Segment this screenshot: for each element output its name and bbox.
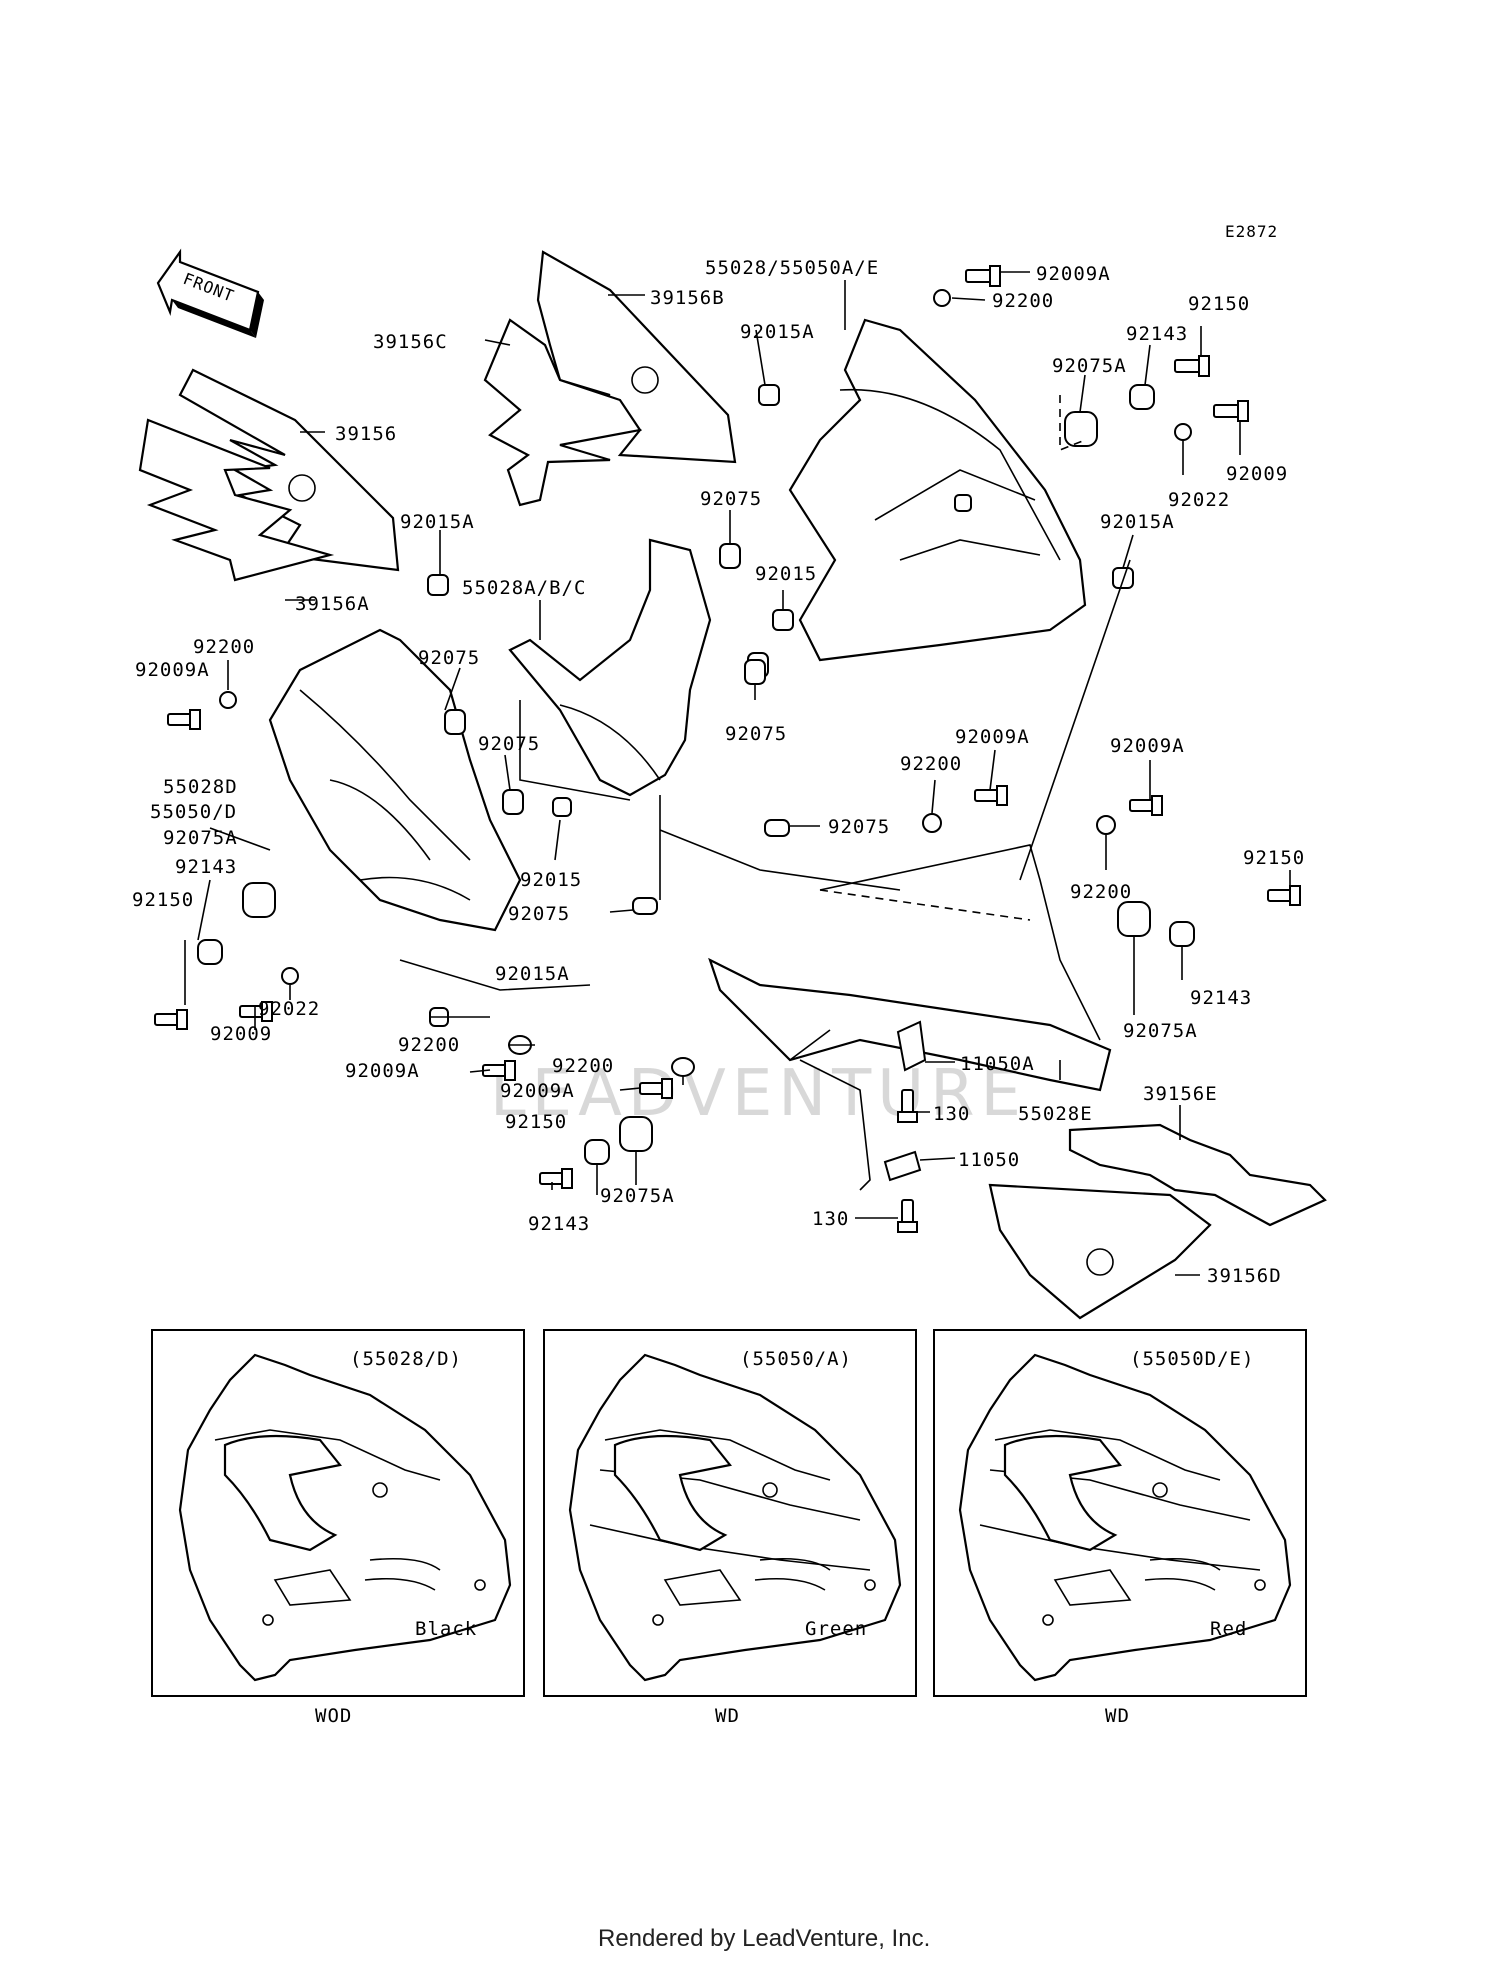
callout-label: 11050A [960,1053,1035,1075]
callout-label: 92022 [1168,489,1230,511]
callout-label: 11050 [958,1149,1020,1171]
callout-label: 92009A [345,1060,420,1082]
callout-label: 39156A [295,593,370,615]
callout-label: 92143 [1190,987,1252,1009]
callout-label: 92143 [1126,323,1188,345]
callout-label: 92200 [900,753,962,775]
variant-color-label: Red [1210,1618,1247,1640]
callout-label: 92015A [1100,511,1175,533]
callout-label: 39156 [335,423,397,445]
variant-model-label: WD [1105,1705,1130,1727]
variant-part-label: (55050/A) [740,1348,852,1370]
callout-label: 92015A [495,963,570,985]
front-arrow-icon: FRONT [156,248,264,338]
variant-box-1: (55028/D) Black WOD [151,1329,525,1727]
callout-label: 92150 [1188,293,1250,315]
callout-label: 39156D [1207,1265,1282,1287]
callout-label: 55050/D [150,801,237,823]
callout-label: 130 [812,1208,849,1230]
callout-label: 92200 [552,1055,614,1077]
callout-label: 92200 [1070,881,1132,903]
callout-label: 92200 [193,636,255,658]
callout-label: 92009 [1226,463,1288,485]
pad-39156 [138,368,400,582]
callout-label: 92075 [478,733,540,755]
variant-box-2: (55050/A) Green WD [543,1329,917,1727]
variant-color-label: Green [805,1618,867,1640]
footer-credit: Rendered by LeadVenture, Inc. [598,1925,930,1952]
callout-label: 92015 [520,869,582,891]
callout-label: 92009 [210,1023,272,1045]
callout-label: 92075 [508,903,570,925]
callout-label: 92150 [132,889,194,911]
callout-label: 92200 [398,1034,460,1056]
variant-model-label: WOD [315,1705,352,1727]
callout-label: 92200 [992,290,1054,312]
leader-lines [184,271,1291,1276]
callout-label: 92009A [500,1080,575,1102]
callout-label: 92075A [600,1185,675,1207]
diagram-code: E2872 [1225,222,1278,241]
callout-labels: 55028/55050A/E 92009A 92200 39156B 39156… [132,257,1305,1287]
pad-39156d-e [988,1123,1327,1320]
upper-cowl-right [788,318,1087,662]
callout-label: 92075 [700,488,762,510]
variant-part-label: (55050D/E) [1130,1348,1254,1370]
lower-cowl [708,844,1112,1092]
callout-label: 39156E [1143,1083,1218,1105]
watermark: LEADVENTURE [490,1057,1027,1131]
variant-box-3: (55050D/E) Red WD [933,1329,1307,1727]
callout-label: 130 [933,1103,970,1125]
callout-label: 92075 [828,816,890,838]
callout-label: 92075 [418,647,480,669]
callout-label: 55028E [1018,1103,1093,1125]
variant-model-label: WD [715,1705,740,1727]
upper-cowl-nose [508,538,712,797]
callout-label: 92015A [400,511,475,533]
callout-label: 92009A [135,659,210,681]
callout-label: 55028/55050A/E [705,257,879,279]
callout-label: 92009A [1036,263,1111,285]
callout-label: 39156B [650,287,725,309]
callout-label: 92075A [1052,355,1127,377]
callout-label: 92075A [1123,1020,1198,1042]
callout-label: 92150 [505,1111,567,1133]
callout-label: 92009A [1110,735,1185,757]
upper-cowl-left [268,628,522,932]
callout-label: 92022 [258,998,320,1020]
callout-label: 55028D [163,776,238,798]
callout-label: 92150 [1243,847,1305,869]
callout-label: 92015A [740,321,815,343]
pad-39156b-c [483,250,737,507]
callout-label: 55028A/B/C [462,577,586,599]
variant-color-label: Black [415,1618,477,1640]
callout-label: 92143 [175,856,237,878]
callout-label: 92009A [955,726,1030,748]
callout-label: 92015 [755,563,817,585]
callout-label: 92075A [163,827,238,849]
callout-label: 92143 [528,1213,590,1235]
callout-label: 92075 [725,723,787,745]
variant-part-label: (55028/D) [350,1348,462,1370]
callout-label: 39156C [373,331,448,353]
hardware [154,265,1301,1233]
